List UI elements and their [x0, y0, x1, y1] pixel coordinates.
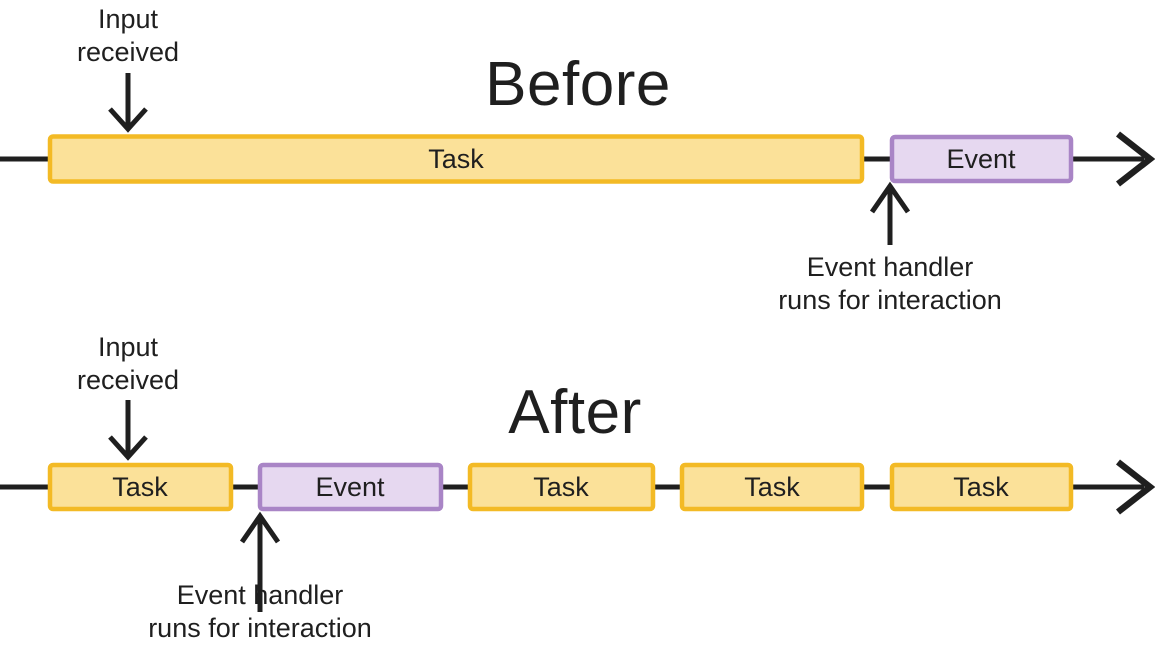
- after-task-box-3: [679, 462, 865, 512]
- before-input-label-line2: received: [77, 37, 179, 67]
- after-task-box-1: [47, 462, 234, 512]
- before-event-box: [889, 134, 1074, 184]
- after-handler-up-arrow-icon: [239, 511, 281, 544]
- after-timeline-arrowhead-icon: [1115, 459, 1155, 515]
- before-handler-label-line1: Event handler: [807, 252, 974, 282]
- before-title: Before: [485, 50, 671, 119]
- after-task-box-4: [889, 462, 1074, 512]
- before-input-label-line1: Input: [98, 4, 159, 34]
- before-event-label: Event: [946, 144, 1016, 174]
- after-title: After: [508, 378, 641, 447]
- after-input-down-arrow-icon: [108, 435, 148, 461]
- after-input-label-line1: Input: [98, 332, 159, 362]
- after-handler-label-line1: Event handler: [177, 580, 344, 610]
- after-task-label-1: Task: [112, 472, 168, 502]
- after-task-box-2: [467, 462, 656, 512]
- before-handler-up-arrow-icon: [869, 181, 911, 214]
- after-event-box: [257, 462, 444, 512]
- before-task-label: Task: [428, 144, 484, 174]
- after-handler-label-line2: runs for interaction: [148, 613, 372, 643]
- before-input-down-arrow-icon: [108, 107, 148, 133]
- after-task-label-3: Task: [744, 472, 800, 502]
- before-section: Input received Before Task Event Event h…: [0, 4, 1155, 315]
- after-input-label-line2: received: [77, 365, 179, 395]
- before-timeline-arrowhead-icon: [1115, 131, 1155, 187]
- before-task-box: [47, 134, 865, 184]
- after-task-label-2: Task: [533, 472, 589, 502]
- after-task-label-4: Task: [953, 472, 1009, 502]
- after-section: Input received After Task Event Task Tas…: [0, 332, 1155, 643]
- after-event-label: Event: [315, 472, 385, 502]
- before-handler-label-line2: runs for interaction: [778, 285, 1002, 315]
